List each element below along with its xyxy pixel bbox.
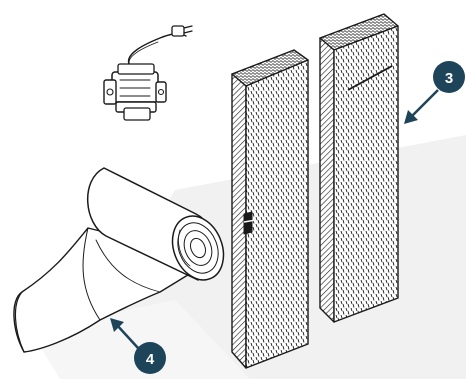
filter-clip <box>244 212 252 234</box>
callout-4-label: 4 <box>146 351 155 368</box>
callout-3: 3 <box>404 61 465 124</box>
callout-3-leader <box>410 90 438 118</box>
filter-pad-left <box>232 50 308 368</box>
power-cord <box>129 34 186 68</box>
callout-3-label: 3 <box>445 70 453 87</box>
filter-pad-right <box>320 14 398 322</box>
plug-icon <box>172 26 192 36</box>
float-switch-pump <box>104 26 192 120</box>
